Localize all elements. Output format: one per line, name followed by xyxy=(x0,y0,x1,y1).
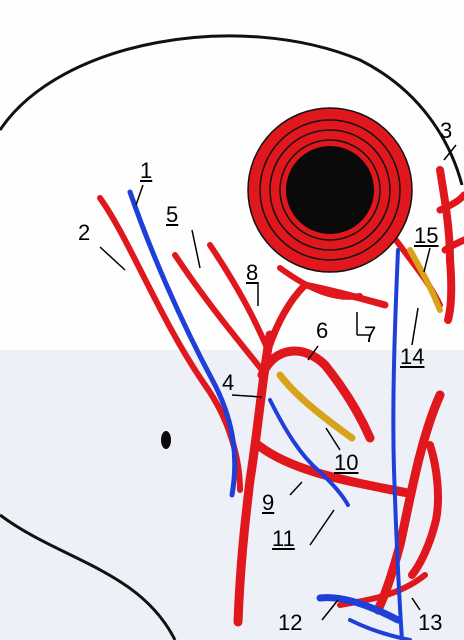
label-9: 9 xyxy=(262,492,274,514)
ear-canal-dot xyxy=(161,431,171,449)
eye-pupil xyxy=(286,146,374,234)
label-14: 14 xyxy=(400,346,424,368)
label-10: 10 xyxy=(334,452,358,474)
label-12: 12 xyxy=(278,612,302,634)
label-1: 1 xyxy=(140,160,152,182)
label-15: 15 xyxy=(414,225,438,247)
eye xyxy=(248,108,412,272)
label-8: 8 xyxy=(246,262,258,284)
label-5: 5 xyxy=(166,204,178,226)
label-11: 11 xyxy=(272,528,295,550)
label-3: 3 xyxy=(440,120,452,142)
label-7: 7 xyxy=(364,324,376,346)
label-4: 4 xyxy=(222,372,234,394)
label-6: 6 xyxy=(316,320,328,342)
label-2: 2 xyxy=(78,222,90,244)
label-13: 13 xyxy=(418,612,442,634)
